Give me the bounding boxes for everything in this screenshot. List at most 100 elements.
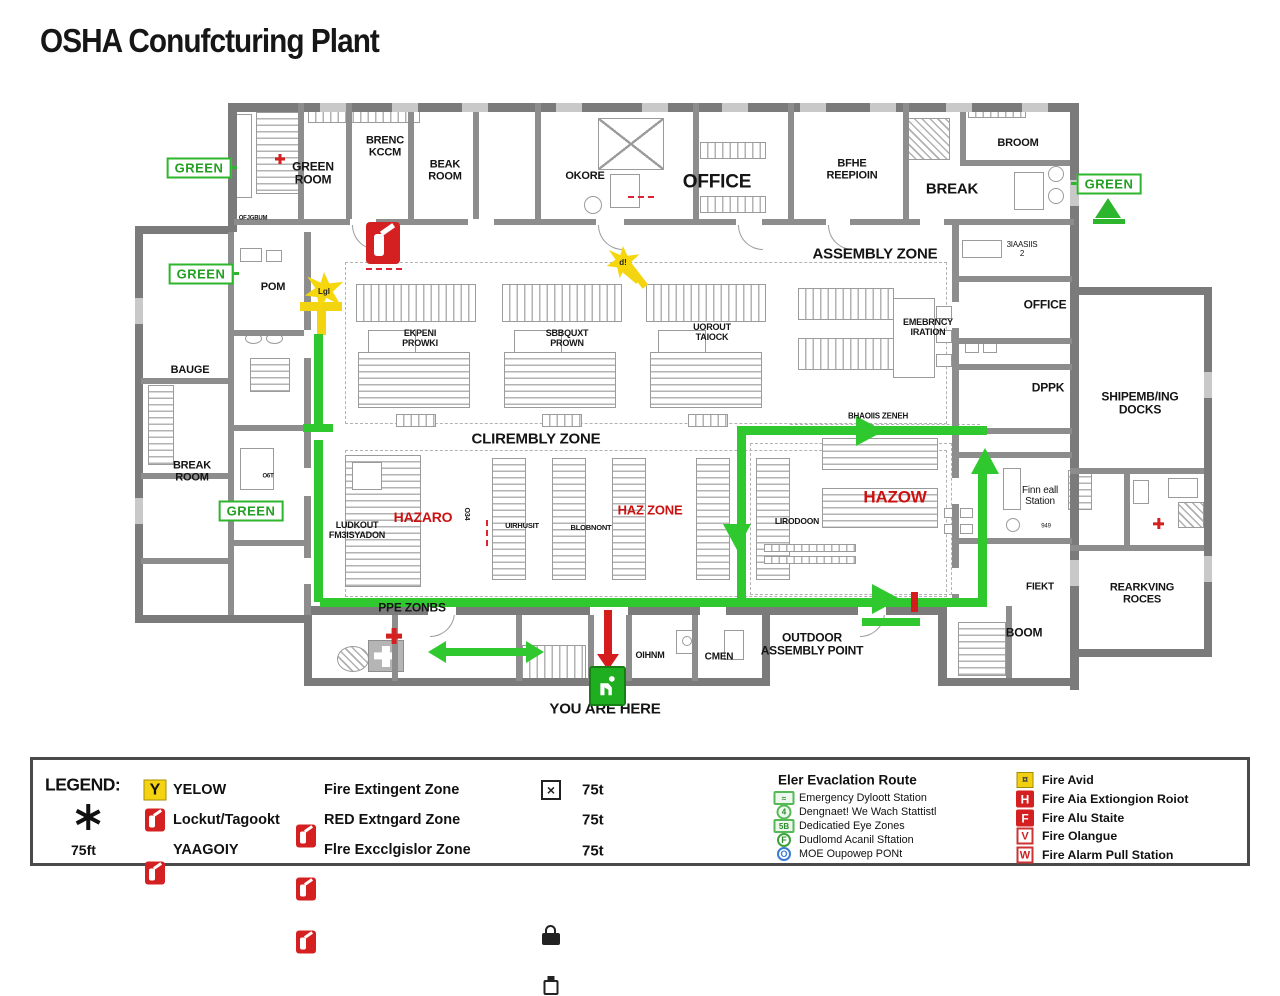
plan-label: CLIREMBLY ZONE [471,430,601,448]
plan-fixture [764,556,856,564]
legend-label: Fire Avid [1042,773,1094,787]
legend-green-badge-icon: 5B [773,819,795,833]
plan-fixture [256,112,302,194]
inner-wall-segment [626,615,632,681]
wall-segment [1070,649,1212,657]
evacuation-route-segment [314,334,323,432]
running-man-exit-icon [599,676,615,696]
legend-flask-icon [543,976,560,996]
plan-fixture [266,250,282,262]
plan-label: OFFICE [1023,297,1067,312]
window-gap [1204,556,1212,582]
green-evac-marker: GREEN [168,263,234,285]
legend-label: YAAGOIY [173,842,239,858]
plan-label: OFFICE [682,171,752,193]
door-opening [700,606,726,615]
asterisk-star-icon [73,802,103,832]
legend-red-chip-icon: F [1016,809,1034,827]
inner-wall-segment [228,232,234,615]
plan-label: O34 [462,507,470,521]
legend-fire-extinguisher-icon [145,808,165,832]
legend-label: Flre Excclgislor Zone [324,842,471,858]
legend-label: YELOW [173,782,227,798]
plan-fixture [908,118,950,160]
door-opening [952,568,959,594]
legend-padlock-icon [542,925,560,945]
plan-label: SBBQUXT PROWN [545,327,589,348]
plan-fixture [396,414,436,427]
plan-label: LUDKOUT FM3ISYADON [328,519,386,540]
red-tick [911,592,918,612]
inner-wall-segment [298,103,304,225]
plan-label: LIRODOON [774,516,820,527]
plan-label: UIRHUSIT [505,520,539,530]
plan-label: FIEKT [1026,581,1054,593]
legend-label: Dudlomd Acanil Sftation [799,834,914,846]
inner-wall-segment [1124,468,1130,548]
plan-fixture [356,284,476,322]
legend-label: Fire Alarm Pull Station [1042,848,1174,862]
plan-label: BLOBNONT [570,522,612,532]
down-arrow-shaft [604,610,612,656]
evacuation-route-segment [314,440,323,602]
inner-wall-segment [588,615,594,681]
plan-label: BHAOIIS ZENEH [847,411,909,421]
plan-label: BEAK ROOM [428,158,462,183]
red-cross-marker [1153,518,1164,529]
plan-fixture [1133,480,1149,504]
plan-label: BAUGE [170,363,210,376]
inner-wall-segment [952,428,1072,434]
plan-fixture [936,354,952,367]
inner-wall-segment [141,473,230,479]
door-opening [350,219,376,225]
wall-segment [1204,287,1212,655]
legend-fire-extinguisher-icon [296,824,316,848]
route-arrow-right [856,416,884,446]
legend-yellow-chip-sm-icon: ¤ [1016,772,1034,788]
legend-label: Fire Extingent Zone [324,782,460,798]
plan-fixture [960,524,973,534]
plan-fixture [1048,166,1064,182]
window-gap [135,298,143,324]
route-arrow-right [872,584,900,614]
plan-label: REARKVING ROCES [1109,581,1175,606]
evacuation-route-segment [303,424,333,432]
zone-dashed-line [790,424,980,425]
wall-segment [938,606,947,686]
evacuation-route-segment [444,648,526,656]
red-cross-marker [275,154,285,164]
plan-fixture [798,288,894,320]
plan-label: PPE ZONBS [378,600,446,615]
inner-wall-segment [692,615,698,681]
legend-crate-icon: × [541,780,561,800]
wall-segment [135,615,311,623]
door-opening [736,219,762,225]
inner-wall-segment [952,338,1072,344]
plan-label: ASSEMBLY ZONE [812,245,938,263]
evacuation-route-segment [737,426,746,607]
plan-fixture [936,306,952,319]
legend-label: MOE Oupowep PONt [799,848,903,860]
inner-wall-segment [1070,468,1204,474]
plan-fixture [893,298,935,378]
plan-label: DPPK [1031,380,1065,395]
plan-fixture [798,338,894,370]
plan-fixture [696,458,730,580]
inner-wall-segment [960,160,1070,166]
legend-yellow-chip-icon: Y [143,779,167,801]
window-gap [800,103,826,112]
inner-wall-segment [408,103,414,225]
inner-wall-segment [535,103,541,225]
window-gap [870,103,896,112]
evacuation-route-segment [978,474,987,604]
legend-white-red-chip-icon: V [1016,827,1034,845]
legend-red-chip-icon: H [1016,790,1034,808]
legend-heading: LEGEND: [45,774,121,795]
door-opening [952,302,959,328]
plan-fixture [1003,468,1021,510]
plan-label: BREAK [925,180,979,198]
door-opening [428,606,456,615]
fire-extinguisher-icon [366,222,400,264]
red-cross-marker [386,628,402,644]
